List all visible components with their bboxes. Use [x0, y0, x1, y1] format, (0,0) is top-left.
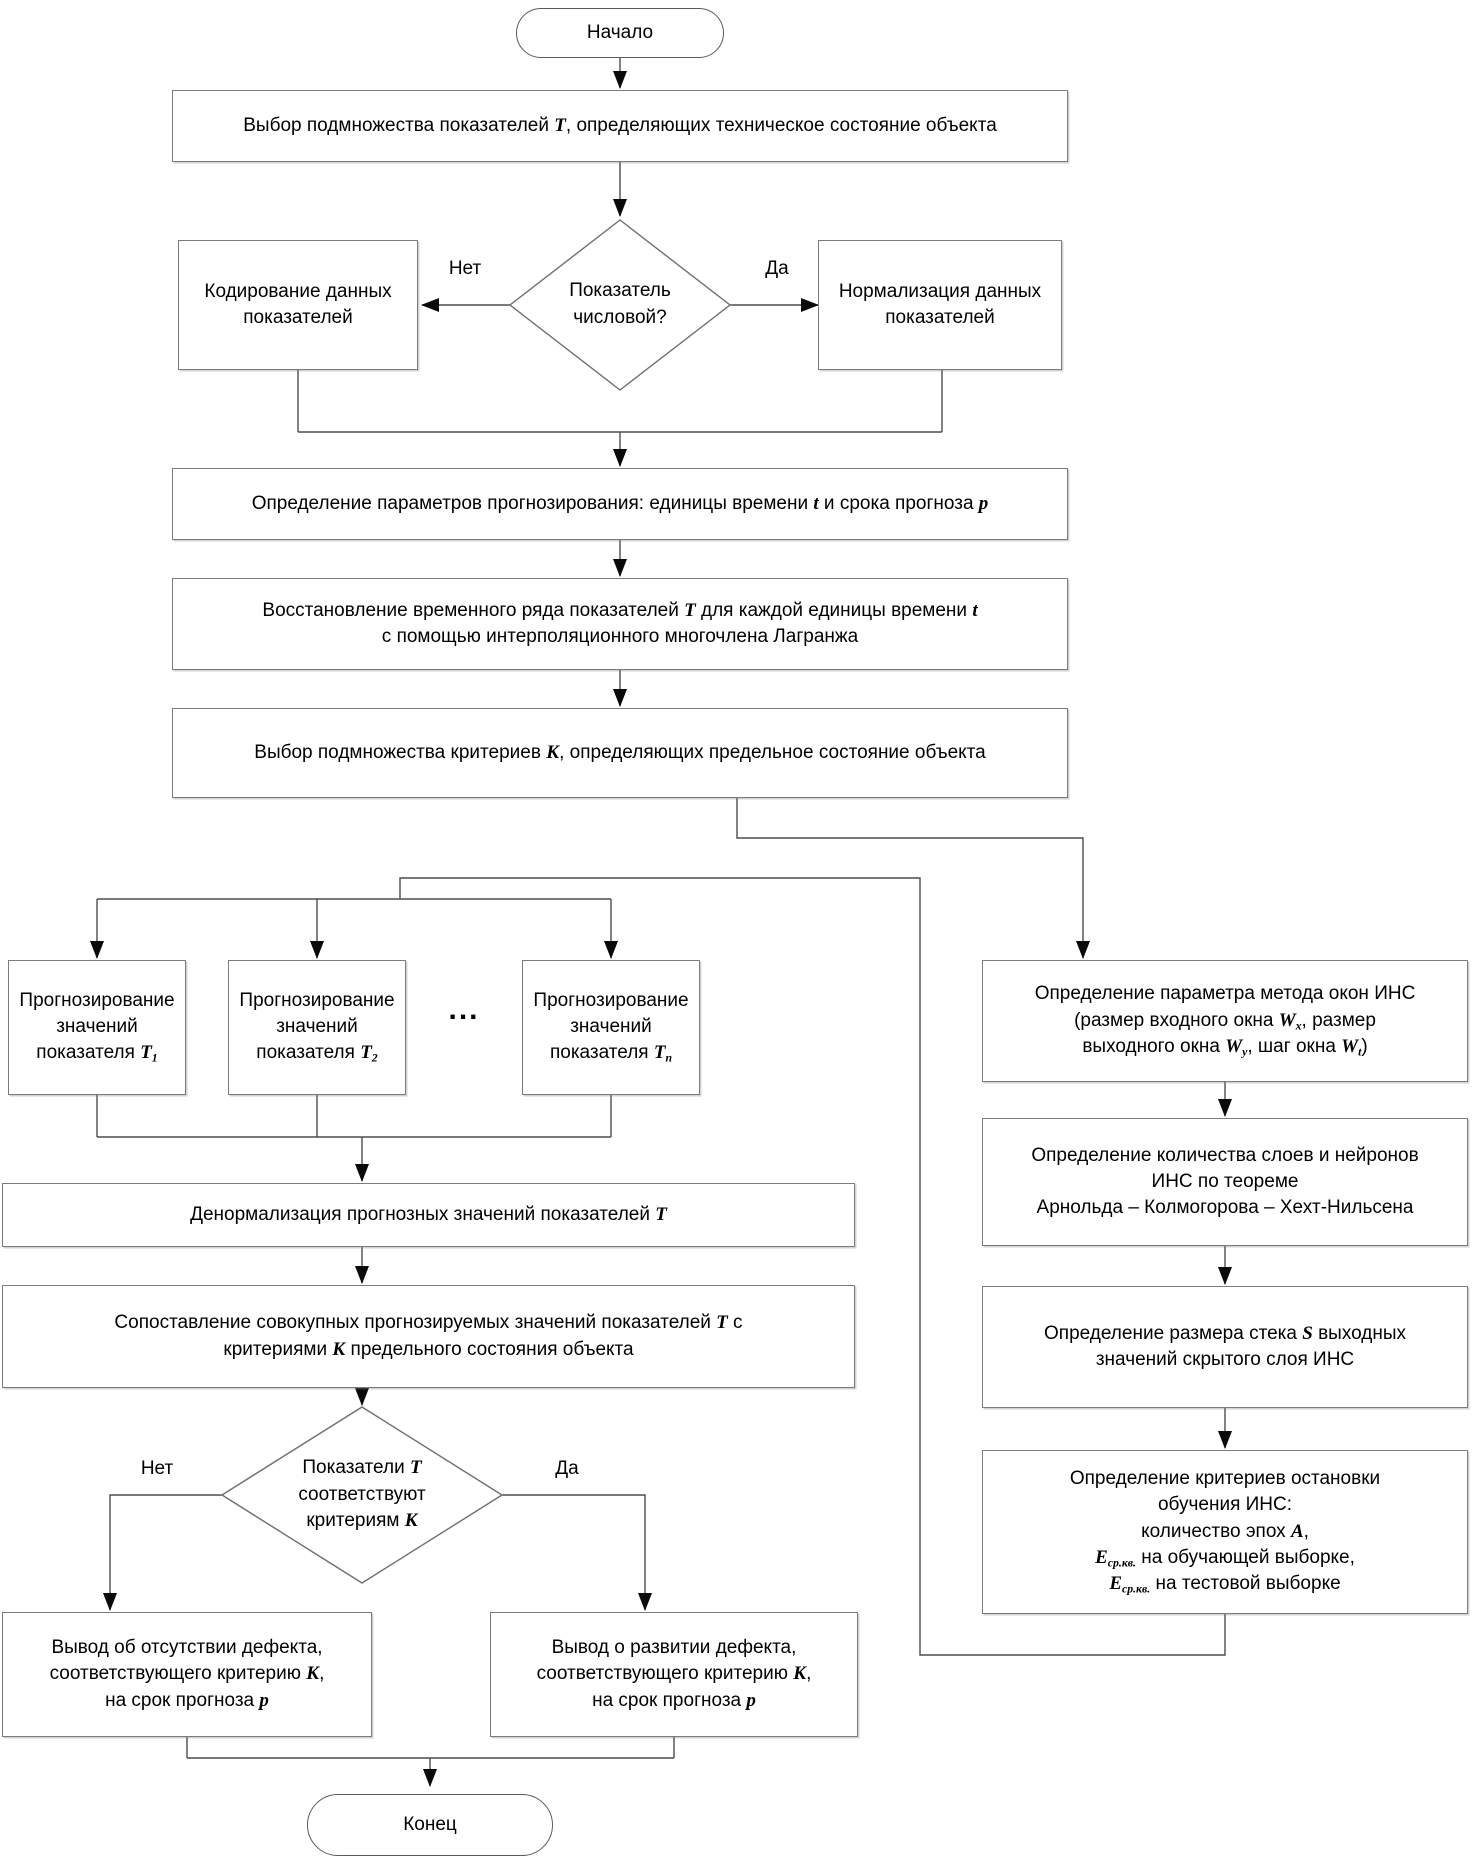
decision1-yes-label: Да — [765, 258, 789, 279]
process-ann-window-params: Определение параметра метода окон ИНС(ра… — [982, 960, 1468, 1082]
process-output-defect-label: Вывод о развитии дефекта,соответствующег… — [536, 1637, 812, 1711]
process-ann-window-params-label: Определение параметра метода окон ИНС(ра… — [1034, 983, 1416, 1059]
ellipsis-forecast-branches: ... — [448, 993, 480, 1026]
process-forecast-params: Определение параметров прогнозирования: … — [172, 468, 1068, 540]
start-label: Начало — [586, 21, 654, 43]
end-terminator: Конец — [307, 1794, 553, 1856]
decision-match-diamond — [220, 1406, 504, 1584]
end-label: Конец — [403, 1813, 457, 1835]
process-select-criteria-label: Выбор подмножества критериев К, определя… — [254, 741, 986, 763]
process-output-no-defect: Вывод об отсутствии дефекта,соответствую… — [2, 1612, 372, 1737]
arrow-criteria-to-ann — [736, 798, 1090, 959]
decision2-yes-label: Да — [555, 1458, 579, 1479]
arrow-decision2-yes — [502, 1494, 652, 1611]
process-denormalization: Денормализация прогнозных значений показ… — [2, 1183, 855, 1247]
arrow-decision2-no — [103, 1494, 222, 1611]
decision1-no-label: Нет — [448, 258, 482, 279]
process-forecast-params-label: Определение параметров прогнозирования: … — [251, 492, 989, 514]
process-output-defect: Вывод о развитии дефекта,соответствующег… — [490, 1612, 858, 1737]
decision2-no-label: Нет — [140, 1458, 174, 1479]
output-collector — [186, 1737, 675, 1759]
process-compare-criteria: Сопоставление совокупных прогнозируемых … — [2, 1285, 855, 1388]
process-restore-series-label: Восстановление временного ряда показател… — [262, 599, 978, 647]
process-select-indicators: Выбор подмножества показателей Т, опреде… — [172, 90, 1068, 162]
process-output-no-defect-label: Вывод об отсутствии дефекта,соответствую… — [49, 1637, 325, 1711]
process-select-criteria: Выбор подмножества критериев К, определя… — [172, 708, 1068, 798]
process-compare-criteria-label: Сопоставление совокупных прогнозируемых … — [114, 1312, 743, 1360]
process-restore-series: Восстановление временного ряда показател… — [172, 578, 1068, 670]
forecast-bottom-collector — [96, 1095, 612, 1138]
process-select-indicators-label: Выбор подмножества показателей Т, опреде… — [243, 114, 997, 136]
feedback-line-ann-to-forecast-bus — [399, 877, 1226, 1656]
decision-numeric-diamond — [508, 219, 732, 391]
process-denormalization-label: Денормализация прогнозных значений показ… — [190, 1203, 667, 1225]
start-terminator: Начало — [516, 8, 724, 58]
